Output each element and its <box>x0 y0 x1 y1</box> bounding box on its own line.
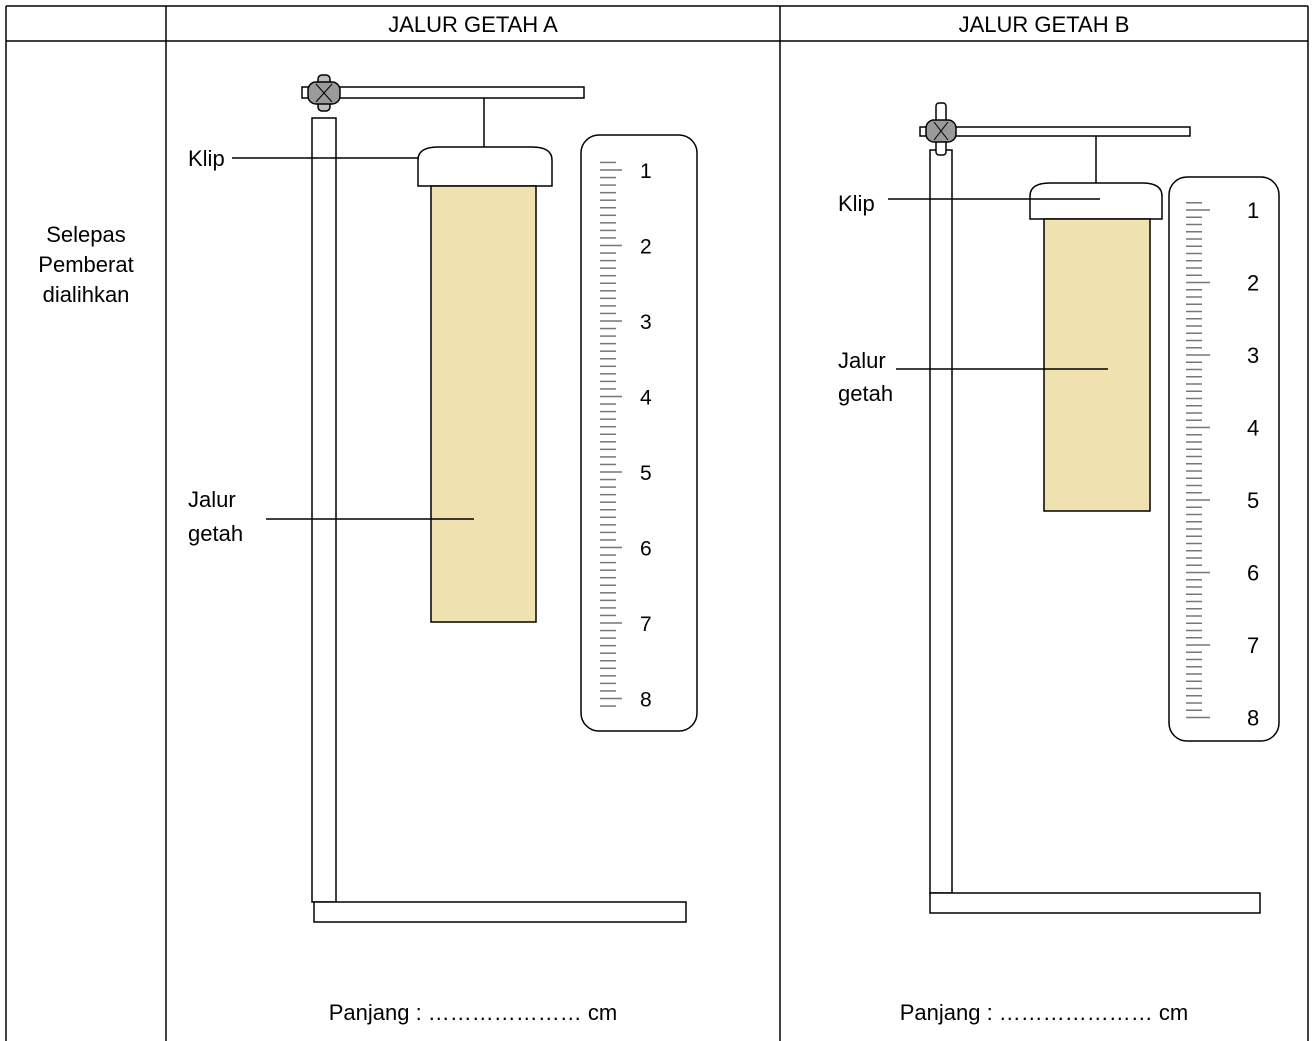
ruler-number: 2 <box>640 236 652 259</box>
ruler-number: 1 <box>1247 198 1259 223</box>
diagram-b <box>888 102 1280 914</box>
ruler-b-ticks <box>1186 202 1210 719</box>
length-answer-b: Panjang : ………………… cm <box>900 1000 1189 1025</box>
row-label: Selepas Pemberat dialihkan <box>38 222 133 307</box>
diagram-a-text: Klip Jalur getah 1 2 3 4 5 6 7 8 Panjang : …………… <box>188 146 652 1025</box>
clip-a <box>417 146 553 187</box>
ruler-number: 3 <box>1247 343 1259 368</box>
header-strip-a: JALUR GETAH A <box>388 12 558 37</box>
row-label-line-2: Pemberat <box>38 252 133 277</box>
ruler-number: 8 <box>1247 706 1259 731</box>
ruler-number: 3 <box>640 311 652 334</box>
rubber-strip-a <box>430 185 537 623</box>
ruler-a-ticks <box>600 161 622 707</box>
stand-arm-b <box>919 126 1191 137</box>
strip-label-a-line-1: Jalur <box>188 487 236 512</box>
clip-label-b: Klip <box>838 191 875 216</box>
boss-clamp-icon <box>307 74 341 112</box>
stand-base-b <box>929 892 1261 914</box>
ruler-number: 2 <box>1247 271 1259 296</box>
stand-rod-a <box>311 117 337 903</box>
clip-label-a: Klip <box>188 146 225 171</box>
ruler-number: 5 <box>640 462 652 485</box>
boss-clamp-icon <box>925 102 957 156</box>
ruler-number: 1 <box>640 160 652 183</box>
table-grid <box>5 5 1309 1041</box>
ruler-number: 8 <box>640 689 652 712</box>
row-label-line-1: Selepas <box>46 222 126 247</box>
ruler-number: 4 <box>1247 416 1259 441</box>
rubber-strip-b <box>1043 218 1151 512</box>
diagram-b-text: Klip Jalur getah 1 2 3 4 5 6 7 8 Panjang : …………… <box>838 191 1259 1025</box>
clip-b <box>1029 182 1163 220</box>
strip-label-b-line-1: Jalur <box>838 348 886 373</box>
ruler-number: 7 <box>1247 633 1259 658</box>
ruler-number: 7 <box>640 613 652 636</box>
strip-label-b-line-2: getah <box>838 381 893 406</box>
ruler-number: 6 <box>1247 561 1259 586</box>
stand-rod-b <box>929 149 953 894</box>
ruler-number: 5 <box>1247 488 1259 513</box>
header-strip-b: JALUR GETAH B <box>959 12 1130 37</box>
diagram-a <box>232 74 698 923</box>
ruler-number: 4 <box>640 387 652 410</box>
ruler-b-numbers: 1 2 3 4 5 6 7 8 <box>1247 198 1259 731</box>
strip-label-a-line-2: getah <box>188 521 243 546</box>
stand-base-a <box>313 901 687 923</box>
length-answer-a: Panjang : ………………… cm <box>329 1000 618 1025</box>
ruler-number: 6 <box>640 538 652 561</box>
stand-arm-a <box>301 86 585 99</box>
ruler-b <box>1168 176 1280 742</box>
ruler-a-numbers: 1 2 3 4 5 6 7 8 <box>640 160 652 712</box>
ruler-a <box>580 134 698 732</box>
row-label-line-3: dialihkan <box>43 282 130 307</box>
